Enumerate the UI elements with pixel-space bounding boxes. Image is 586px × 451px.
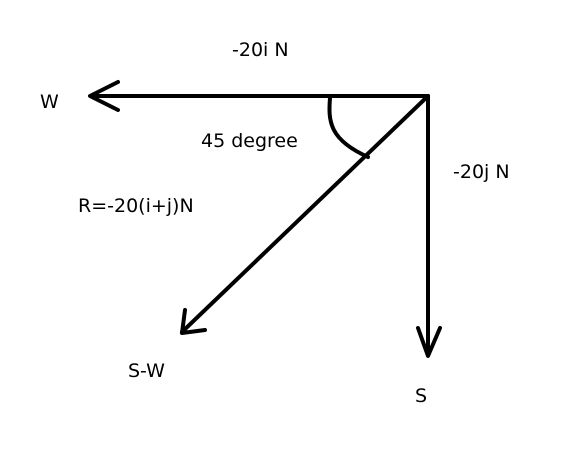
west-force-label: -20i N [232, 39, 289, 61]
west-vector [88, 80, 430, 112]
south-direction-label: S [415, 385, 427, 407]
south-west-direction-label: S-W [128, 360, 165, 382]
south-force-label: -20j N [453, 161, 510, 183]
angle-label: 45 degree [201, 130, 298, 152]
west-direction-label: W [40, 91, 59, 113]
resultant-label: R=-20(i+j)N [78, 195, 194, 217]
angle-arc [327, 96, 370, 159]
resultant-vector [180, 94, 430, 335]
south-vector [416, 94, 442, 358]
